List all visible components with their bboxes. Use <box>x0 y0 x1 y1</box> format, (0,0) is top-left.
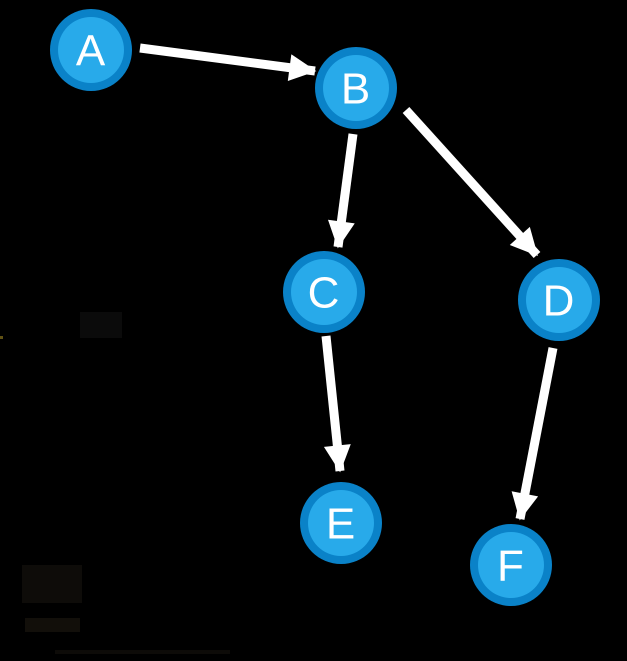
graph-node-D[interactable]: D <box>518 259 600 341</box>
graph-node-A[interactable]: A <box>50 9 132 91</box>
node-inner-circle <box>58 17 124 83</box>
node-inner-circle <box>308 490 374 556</box>
node-label-A: A <box>76 27 106 76</box>
edge-arrow-C-to-E <box>321 335 351 473</box>
node-inner-circle <box>323 55 389 121</box>
node-inner-circle <box>526 267 592 333</box>
graph-node-B[interactable]: B <box>315 47 397 129</box>
node-inner-circle <box>291 259 357 325</box>
edge-arrow-A-to-B <box>139 43 317 82</box>
edge-arrow-B-to-D <box>402 106 541 259</box>
nodes-layer: A B C D E F <box>50 9 600 606</box>
graph-node-C[interactable]: C <box>283 251 365 333</box>
graph-node-E[interactable]: E <box>300 482 382 564</box>
node-label-F: F <box>497 542 525 591</box>
node-inner-circle <box>478 532 544 598</box>
node-label-B: B <box>341 65 371 114</box>
node-label-D: D <box>543 277 576 326</box>
node-label-E: E <box>326 500 356 549</box>
graph-node-F[interactable]: F <box>470 524 552 606</box>
edge-arrow-B-to-C <box>327 133 358 249</box>
edge-arrow-D-to-F <box>511 347 558 521</box>
node-label-C: C <box>308 269 341 318</box>
edges-layer <box>139 43 558 521</box>
